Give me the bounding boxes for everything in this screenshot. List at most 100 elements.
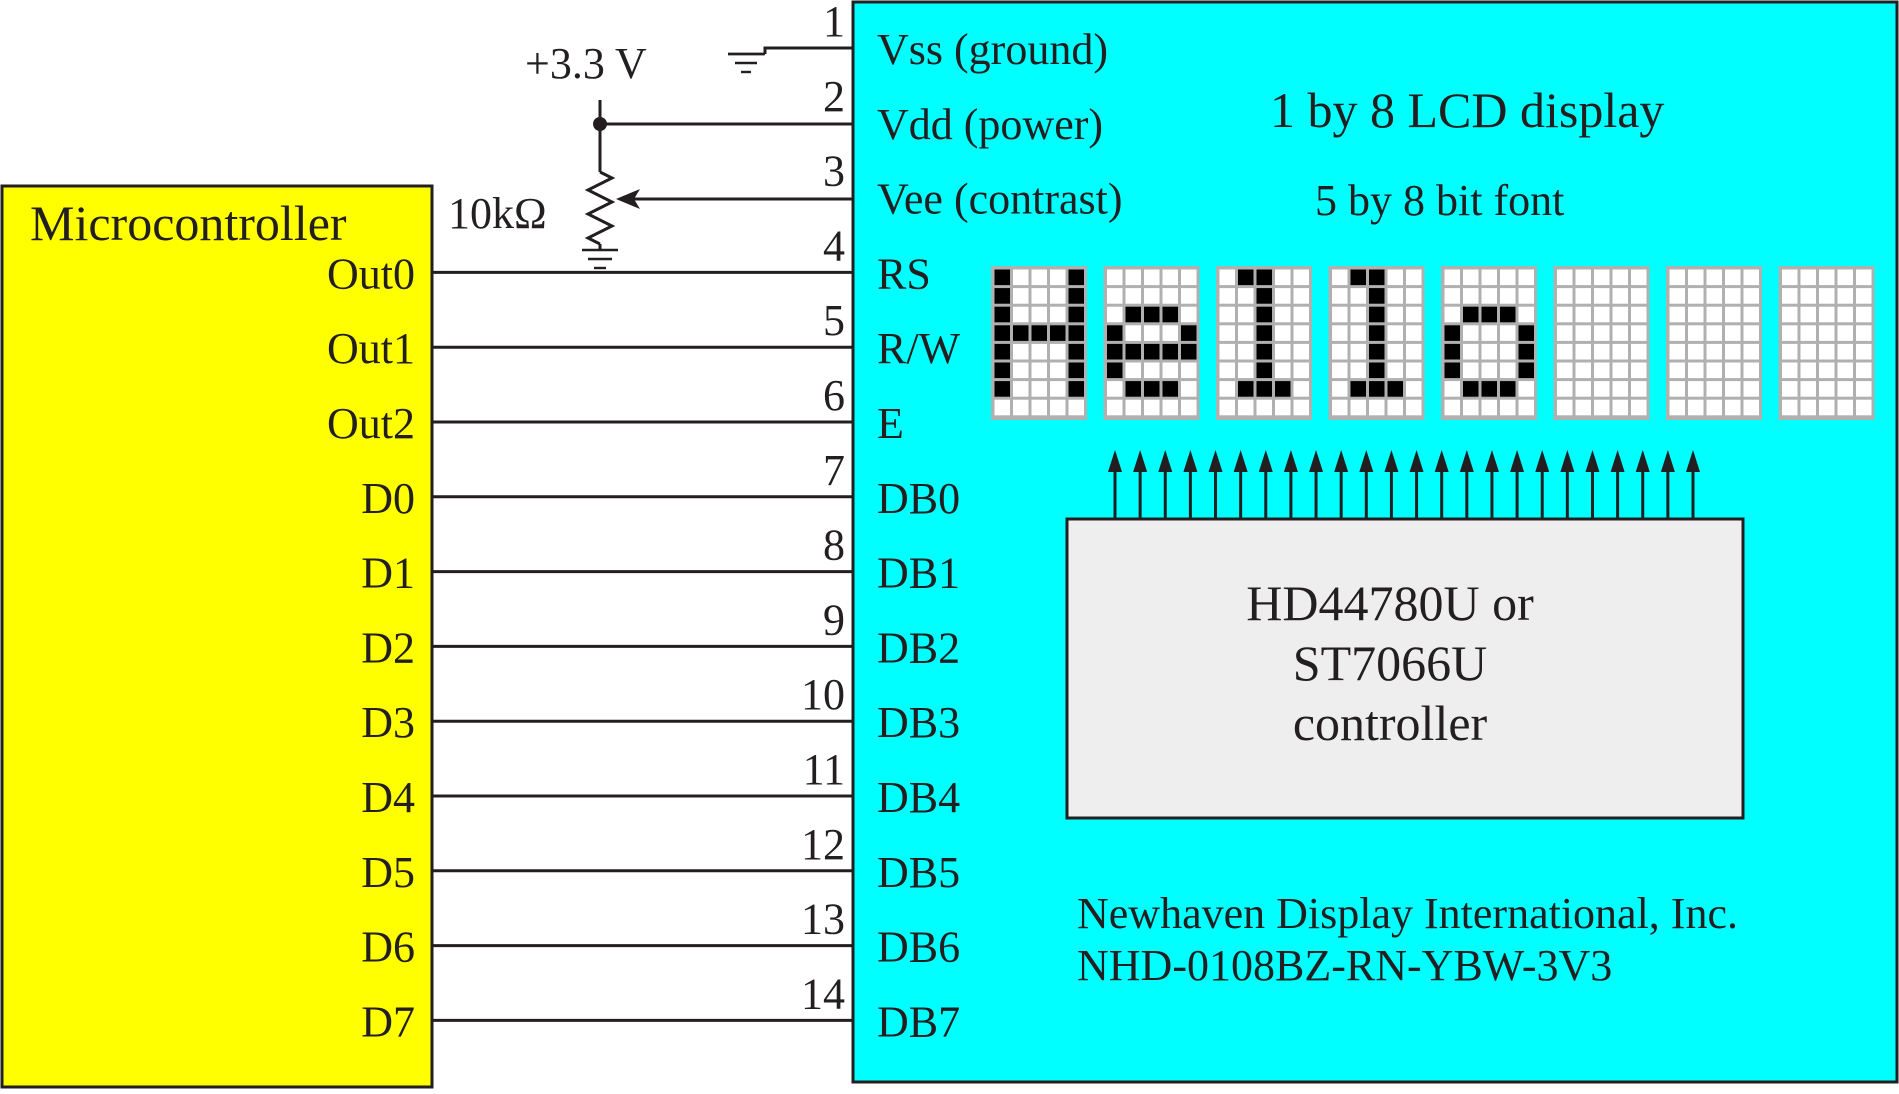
pixel-off xyxy=(1275,362,1291,379)
pixel-off xyxy=(1219,269,1235,286)
pixel-off xyxy=(1013,269,1029,286)
pixel-off xyxy=(1162,325,1178,341)
pixel-off xyxy=(1144,269,1160,286)
bus-arrow-icon xyxy=(1108,450,1122,519)
bus-arrow-icon xyxy=(1359,450,1374,519)
character-cell xyxy=(1441,266,1537,420)
pixel-off xyxy=(1144,288,1160,304)
pixel-off xyxy=(1406,381,1422,397)
pixel-off xyxy=(1856,306,1872,323)
pixel-on xyxy=(1162,343,1178,360)
pixel-off xyxy=(1444,306,1460,323)
pixel-off xyxy=(1837,269,1853,286)
pixel-off xyxy=(1219,399,1235,416)
pixel-off xyxy=(1688,362,1704,379)
pixel-off xyxy=(1406,269,1422,286)
pixel-off xyxy=(1782,362,1798,379)
pixel-on xyxy=(1518,362,1534,379)
pixel-off xyxy=(1743,362,1759,379)
pixel-off xyxy=(1050,288,1066,304)
pixel-off xyxy=(1031,343,1047,360)
lcd-pin-name: DB2 xyxy=(877,623,960,672)
pixel-off xyxy=(1406,306,1422,323)
pixel-off xyxy=(1050,269,1066,286)
pixel-off xyxy=(1050,362,1066,379)
pixel-on xyxy=(1068,306,1084,323)
pixel-on xyxy=(1369,269,1385,286)
pixel-off xyxy=(1162,399,1178,416)
pixel-off xyxy=(1837,362,1853,379)
pixel-off xyxy=(1107,381,1123,397)
pixel-off xyxy=(1631,343,1647,360)
pixel-off xyxy=(1612,362,1628,379)
pixel-off xyxy=(1238,362,1254,379)
lcd-pin-number: 14 xyxy=(801,969,845,1018)
lcd-title: 1 by 8 LCD display xyxy=(1270,82,1664,138)
pixel-off xyxy=(1612,325,1628,341)
pixel-off xyxy=(1013,343,1029,360)
power-circuit: +3.3 V 10kΩ xyxy=(448,39,853,270)
pixel-off xyxy=(1743,306,1759,323)
pixel-off xyxy=(1631,269,1647,286)
lcd-pin-number: 5 xyxy=(823,296,845,345)
pixel-off xyxy=(1725,325,1741,341)
pixel-off xyxy=(1594,325,1610,341)
character-display xyxy=(991,266,1875,420)
pixel-off xyxy=(1162,269,1178,286)
pixel-off xyxy=(1518,306,1534,323)
pixel-off xyxy=(1332,381,1348,397)
pixel-off xyxy=(1125,399,1141,416)
pixel-on xyxy=(994,362,1010,379)
pixel-on xyxy=(1256,362,1272,379)
pixel-off xyxy=(1387,288,1403,304)
pixel-off xyxy=(1594,362,1610,379)
pixel-off xyxy=(1500,325,1516,341)
pixel-off xyxy=(1350,343,1366,360)
lcd-pin-number: 9 xyxy=(823,595,845,644)
pixel-on xyxy=(1481,381,1497,397)
pixel-off xyxy=(1725,288,1741,304)
pixel-off xyxy=(1162,362,1178,379)
pixel-off xyxy=(1594,381,1610,397)
pixel-on xyxy=(994,325,1010,341)
bus-arrow-icon xyxy=(1258,450,1273,519)
pixel-off xyxy=(1144,325,1160,341)
pixel-off xyxy=(1444,269,1460,286)
pixel-off xyxy=(1575,399,1591,416)
lcd-pin-name: DB0 xyxy=(877,474,960,523)
pixel-off xyxy=(1800,269,1816,286)
pixel-off xyxy=(1631,381,1647,397)
pixel-off xyxy=(1219,381,1235,397)
pixel-off xyxy=(1743,325,1759,341)
pixel-on xyxy=(1444,362,1460,379)
bus-arrow-icon xyxy=(1585,450,1600,519)
character-cell xyxy=(1103,266,1200,420)
pixel-on xyxy=(1518,325,1534,341)
pixel-on xyxy=(1500,306,1516,323)
pixel-off xyxy=(1725,362,1741,379)
pixel-on xyxy=(994,306,1010,323)
character-cell xyxy=(1328,266,1425,420)
pixel-off xyxy=(1575,362,1591,379)
bus-arrow-icon xyxy=(1686,450,1700,519)
pixel-off xyxy=(1406,325,1422,341)
pixel-off xyxy=(1706,306,1722,323)
controller-bus-arrows xyxy=(1108,450,1700,519)
pixel-off xyxy=(1481,288,1497,304)
pixel-off xyxy=(1181,306,1197,323)
pixel-off xyxy=(1669,306,1685,323)
pixel-off xyxy=(1782,343,1798,360)
character-cell xyxy=(1666,266,1762,420)
pixel-off xyxy=(1387,399,1403,416)
pixel-on xyxy=(1256,343,1272,360)
pixel-off xyxy=(1800,399,1816,416)
pixel-off xyxy=(1557,381,1573,397)
pixel-on xyxy=(1256,269,1272,286)
pixel-off xyxy=(1594,288,1610,304)
bus-arrow-icon xyxy=(1158,450,1173,519)
pixel-on xyxy=(1068,381,1084,397)
wiper-arrowhead-icon xyxy=(616,189,640,209)
lcd-pin-name: Vss (ground) xyxy=(877,25,1108,74)
pixel-off xyxy=(1238,306,1254,323)
pixel-off xyxy=(1500,399,1516,416)
